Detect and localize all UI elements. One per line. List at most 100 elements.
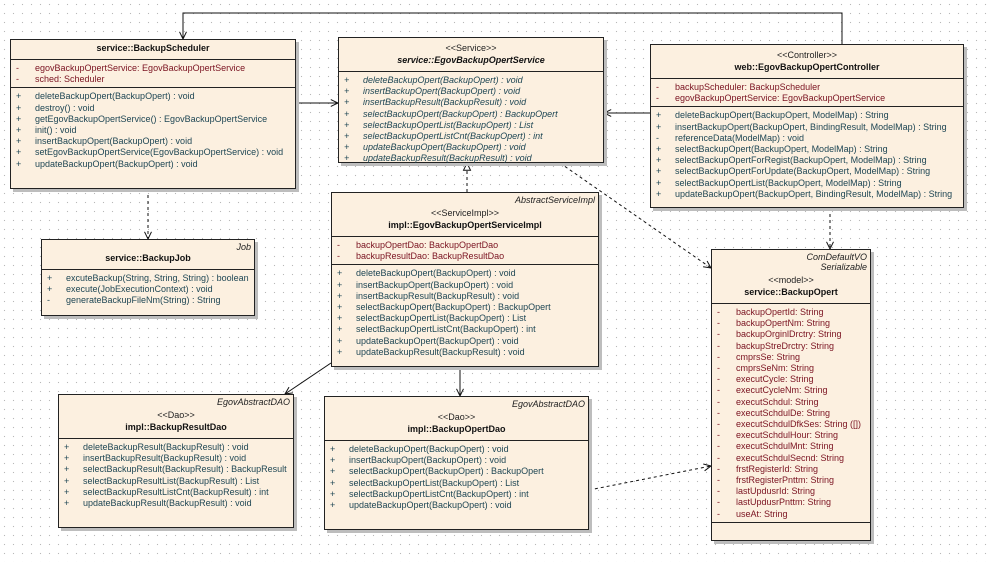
visibility-marker: + <box>337 346 343 357</box>
visibility-marker: + <box>330 455 336 466</box>
member-text: selectBackupOpertList(BackupOpert) : Lis… <box>356 313 527 324</box>
visibility-marker: + <box>330 500 336 511</box>
visibility-marker: + <box>64 475 70 486</box>
attribute-row: - executCycleNm: String <box>712 385 870 396</box>
member-text: deleteBackupOpert(BackupOpert) : void <box>349 444 509 454</box>
attribute-row: -cmprsSe: String <box>712 352 870 363</box>
visibility-marker: + <box>344 153 350 164</box>
attribute-row: -backupOpertId: String <box>712 307 870 318</box>
member-text: selectBackupOpertListCnt(BackupOpert) : … <box>349 488 529 499</box>
class-name: service::BackupOpert <box>744 287 838 297</box>
class-header: EgovAbstractDAO<<Dao>>impl::BackupResult… <box>59 395 293 439</box>
operation-row: +deleteBackupOpert(BackupOpert) : void <box>339 75 603 86</box>
member-text: backupOrginlDrctry: String <box>736 329 842 340</box>
operation-row: +updateBackupOpert(BackupOpert, BindingR… <box>651 189 963 200</box>
operation-row: +selectBackupOpertList(BackupOpert) : Li… <box>339 120 603 131</box>
visibility-marker: + <box>344 142 350 153</box>
attribute-row: -frstRegisterPnttm: String <box>712 475 870 486</box>
operation-row: +insertBackupOpert(BackupOpert) : void <box>339 86 603 97</box>
parent-class-label: ComDefaultVO <box>806 252 867 262</box>
operation-row: +deleteBackupOpert(BackupOpert) : void <box>11 91 295 102</box>
member-text: updateBackupResult(BackupResult) : void <box>363 153 532 164</box>
member-text: insertBackupOpert(BackupOpert) : void <box>363 86 521 97</box>
member-text: executSchdulDfkSes: String ([]) <box>736 419 862 430</box>
visibility-marker: + <box>656 110 662 121</box>
visibility-marker: + <box>344 108 350 119</box>
operation-row: + selectBackupOpert(BackupOpert) : Backup… <box>339 109 603 120</box>
attribute-row: -executSchdulSecnd: String <box>712 453 870 464</box>
operation-row: + updateBackupOpert(BackupOpert) : void <box>339 142 603 153</box>
stereotype-label: <<Controller>> <box>776 50 838 60</box>
visibility-marker: + <box>344 131 350 142</box>
operation-row: -referenceData(ModelMap) : void <box>651 133 963 144</box>
operation-row: +selectBackupOpertListCnt(BackupOpert) :… <box>339 131 603 142</box>
member-text: useAt: String <box>736 508 788 519</box>
operation-row: +insertBackupResult(BackupResult) : void <box>339 97 603 108</box>
class-opert-dao[interactable]: EgovAbstractDAO<<Dao>>impl::BackupOpertD… <box>324 396 589 530</box>
class-name: service::BackupJob <box>105 253 191 263</box>
visibility-marker: - <box>717 363 720 374</box>
operation-row: +getEgovBackupOpertService() : EgovBacku… <box>11 114 295 125</box>
visibility-marker: - <box>717 307 720 317</box>
visibility-marker: + <box>16 91 22 102</box>
operation-row: +deleteBackupOpert(BackupOpert) : void <box>332 268 598 279</box>
class-service-impl[interactable]: AbstractServiceImpl<<ServiceImpl>>impl::… <box>331 192 599 367</box>
class-header: EgovAbstractDAO<<Dao>>impl::BackupOpertD… <box>325 397 588 441</box>
attribute-row: -frstRegisterId: String <box>712 464 870 475</box>
visibility-marker: + <box>337 302 343 313</box>
operation-row: +selectBackupOpert(BackupOpert) : Backup… <box>332 302 598 313</box>
visibility-marker: + <box>656 177 662 188</box>
visibility-marker: + <box>64 442 70 452</box>
visibility-marker: - <box>717 463 720 474</box>
stereotype-label: <<ServiceImpl>> <box>430 208 500 218</box>
member-text: deleteBackupResult(BackupResult) : void <box>83 442 249 452</box>
attribute-row: -executSchdulDe: String <box>712 408 870 419</box>
visibility-marker: - <box>717 396 720 407</box>
attributes-section: -egovBackupOpertService: EgovBackupOpert… <box>11 60 295 89</box>
member-text: executSchdulHour: String <box>736 430 839 441</box>
operation-row: +selectBackupOpertList(BackupOpert) : Li… <box>325 478 588 489</box>
member-text: selectBackupOpert(BackupOpert) : BackupO… <box>363 108 558 119</box>
attribute-row: -egovBackupOpertService: EgovBackupOpert… <box>651 93 963 104</box>
attributes-section: -backupOpertId: String-backupOpertNm: St… <box>712 304 870 523</box>
member-text: cmprsSe: String <box>736 351 801 362</box>
member-text: selectBackupOpertList(BackupOpert, Model… <box>675 177 902 188</box>
class-controller[interactable]: <<Controller>>web::EgovBackupOpertContro… <box>650 44 964 208</box>
member-text: selectBackupResult(BackupResult) : Backu… <box>83 464 287 475</box>
member-text: selectBackupOpertList(BackupOpert) : Lis… <box>349 477 520 488</box>
visibility-marker: + <box>337 268 343 279</box>
attributes-section: -backupOpertDao: BackupOpertDao-backupRe… <box>332 237 598 266</box>
class-service[interactable]: <<Service>>service::EgovBackupOpertServi… <box>338 37 604 163</box>
member-text: lastUpdusrPnttm: String <box>736 497 832 508</box>
class-name: impl::BackupResultDao <box>125 422 227 432</box>
visibility-marker: - <box>717 486 720 497</box>
operation-row: +selectBackupResultListCnt(BackupResult)… <box>59 487 293 498</box>
member-text: selectBackupOpert(BackupOpert, ModelMap)… <box>675 144 888 155</box>
class-result-dao[interactable]: EgovAbstractDAO<<Dao>>impl::BackupResult… <box>58 394 294 528</box>
visibility-marker: - <box>717 385 720 396</box>
visibility-marker: - <box>16 74 19 85</box>
member-text: sched: Scheduler <box>35 74 105 85</box>
association-line <box>284 362 332 395</box>
member-text: executSchdulMnt: String <box>736 441 834 452</box>
operation-row: +updateBackupOpert(BackupOpert) : void <box>11 159 295 170</box>
attribute-row: -backupResultDao: BackupResultDao <box>332 251 598 262</box>
attribute-row: -useAt: String <box>712 509 870 520</box>
member-text: updateBackupOpert(BackupOpert) : void <box>363 142 526 153</box>
member-text: executCycleNm: String <box>736 385 828 396</box>
class-name: impl::EgovBackupOpertServiceImpl <box>388 220 542 230</box>
parent-class-label: EgovAbstractDAO <box>511 399 585 409</box>
operation-row: +selectBackupOpertForUpdate(BackupOpert,… <box>651 166 963 177</box>
class-scheduler[interactable]: service::BackupScheduler-egovBackupOpert… <box>10 39 296 189</box>
member-text: updateBackupResult(BackupResult) : void <box>83 498 252 509</box>
visibility-marker: - <box>656 93 659 104</box>
attribute-row: -lastUpdusrPnttm: String <box>712 497 870 508</box>
operation-row: +destroy() : void <box>11 103 295 114</box>
operation-row: +deleteBackupOpert(BackupOpert) : void <box>325 444 588 455</box>
visibility-marker: + <box>16 125 22 136</box>
class-header: <<Service>>service::EgovBackupOpertServi… <box>339 38 603 72</box>
